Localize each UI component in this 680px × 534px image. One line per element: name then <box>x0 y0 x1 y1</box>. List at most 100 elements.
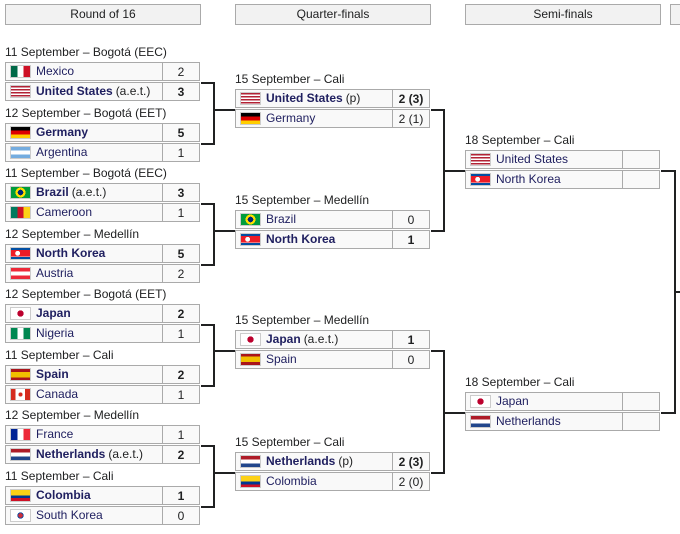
flag-can-icon <box>10 387 31 401</box>
team-name-link[interactable]: Spain <box>36 366 69 381</box>
bracket-connector <box>213 350 235 352</box>
team-name-link[interactable]: North Korea <box>266 232 336 246</box>
score-cell <box>622 392 660 411</box>
score-cell: 2 (3) <box>392 89 430 108</box>
flag-usa-icon <box>470 153 491 166</box>
flag-col-icon <box>240 475 261 488</box>
flag-usa-icon <box>240 92 261 105</box>
team-name-link[interactable]: Argentina <box>36 144 88 159</box>
team-row: South Korea 0 <box>5 505 200 525</box>
result-note: (a.e.t.) <box>115 84 151 98</box>
team-cell: Netherlands <box>465 412 622 431</box>
team-name-link[interactable]: Netherlands <box>36 447 106 461</box>
team-name-link[interactable]: Colombia <box>36 487 91 502</box>
team-cell: North Korea <box>235 230 392 249</box>
score-cell: 2 <box>162 263 200 283</box>
team-name-link[interactable]: Austria <box>36 265 74 280</box>
flag-ned-icon <box>240 455 261 468</box>
bracket-connector <box>431 230 445 232</box>
flag-ger-icon <box>10 125 31 139</box>
team-row: United States(p)2 (3) <box>235 89 430 108</box>
team-name-link[interactable]: United States <box>266 91 343 105</box>
match-date: 12 September – Medellín <box>5 226 140 241</box>
score-cell: 0 <box>392 210 430 229</box>
team-name-link[interactable]: North Korea <box>496 172 561 186</box>
team-row: Japan(a.e.t.)1 <box>235 330 430 349</box>
team-name-link[interactable]: Japan <box>266 332 301 346</box>
team-row: Netherlands(a.e.t.)2 <box>5 445 200 464</box>
bracket-connector <box>201 142 215 145</box>
flag-kor-icon <box>10 508 31 522</box>
score-cell: 5 <box>162 243 200 263</box>
match-date: 15 September – Medellín <box>235 313 370 327</box>
bracket-connector <box>213 324 215 387</box>
team-row: Japan <box>465 392 660 411</box>
flag-bra-icon <box>10 186 31 199</box>
team-cell: Spain <box>235 350 392 369</box>
header-quarter-finals: Quarter-finals <box>235 4 431 25</box>
flag-jpn-icon <box>240 333 261 346</box>
team-name-link[interactable]: United States <box>496 152 569 166</box>
bracket-connector <box>201 263 215 266</box>
match-date: 15 September – Medellín <box>235 193 370 207</box>
flag-ned-icon <box>10 448 31 461</box>
team-cell: United States(a.e.t.) <box>5 82 162 101</box>
flag-nga-icon <box>10 327 31 340</box>
score-cell: 2 <box>162 62 200 81</box>
team-cell: Spain <box>5 364 162 384</box>
flag-arg-icon <box>10 145 31 159</box>
bracket-connector <box>201 203 215 205</box>
match-date: 11 September – Bogotá (EEC) <box>5 45 167 59</box>
team-row: United States(a.e.t.)3 <box>5 82 200 101</box>
bracket-connector <box>674 291 680 293</box>
team-name-link[interactable]: Germany <box>266 111 316 125</box>
team-name-link[interactable]: Japan <box>496 394 529 408</box>
bracket-connector <box>201 505 215 508</box>
bracket-connector <box>201 445 215 447</box>
flag-usa-icon <box>10 85 31 98</box>
team-name-link[interactable]: Canada <box>36 386 79 401</box>
bracket-connector <box>213 230 235 232</box>
flag-bra-icon <box>240 213 261 226</box>
team-name-link[interactable]: Germany <box>36 124 89 139</box>
score-cell: 1 <box>162 384 200 404</box>
team-name-link[interactable]: South Korea <box>36 507 103 522</box>
team-cell: Japan(a.e.t.) <box>235 330 392 349</box>
team-name-link[interactable]: Netherlands <box>496 414 561 428</box>
team-name-link[interactable]: Nigeria <box>36 326 75 340</box>
bracket-connector <box>213 109 235 111</box>
team-name-link[interactable]: North Korea <box>36 245 106 260</box>
flag-esp-icon <box>10 367 31 381</box>
result-note: (p) <box>338 454 354 468</box>
team-name-link[interactable]: Japan <box>36 306 71 320</box>
bracket-connector <box>443 412 465 414</box>
team-row: Argentina 1 <box>5 142 200 162</box>
header-final <box>670 4 680 25</box>
score-cell: 2 (3) <box>392 452 430 471</box>
score-cell: 0 <box>162 505 200 525</box>
team-name-link[interactable]: Spain <box>266 352 297 366</box>
team-name-link[interactable]: Brazil <box>36 185 69 199</box>
team-row: Cameroon 1 <box>5 203 200 222</box>
team-name-link[interactable]: Netherlands <box>266 454 336 468</box>
team-cell: Colombia <box>5 485 162 505</box>
team-name-link[interactable]: France <box>36 427 74 441</box>
team-name-link[interactable]: Brazil <box>266 212 297 226</box>
match-date: 11 September – Bogotá (EEC) <box>5 166 167 180</box>
team-name-link[interactable]: Cameroon <box>36 205 93 219</box>
team-name-link[interactable]: Colombia <box>266 474 317 488</box>
score-cell: 1 <box>392 330 430 349</box>
score-cell: 1 <box>162 142 200 162</box>
score-cell: 1 <box>162 203 200 222</box>
team-name-link[interactable]: Mexico <box>36 64 75 78</box>
flag-aut-icon <box>10 266 31 280</box>
team-name-link[interactable]: United States <box>36 84 113 98</box>
flag-jpn-icon <box>470 395 491 408</box>
team-cell: Japan <box>5 304 162 323</box>
bracket-connector <box>661 412 676 414</box>
